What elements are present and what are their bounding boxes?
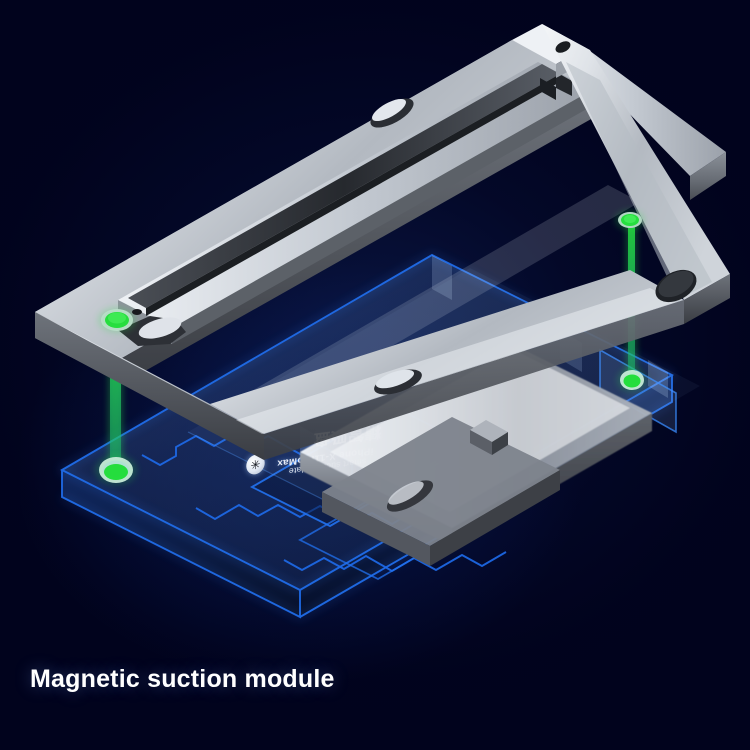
ambient-glow <box>0 0 750 725</box>
magnet-upper-right <box>615 210 645 230</box>
frame-teardrop-slots <box>360 82 437 148</box>
fixture-glass-walls <box>300 255 668 462</box>
white-guide-strip <box>236 185 640 418</box>
brand-line-2: iPhone X-11ProMax <box>276 445 374 469</box>
front-glass-sheet <box>187 268 700 549</box>
brand-line-1: smart suction plate <box>288 456 367 477</box>
base-plate-outline <box>60 253 675 619</box>
right-guard-panel <box>599 348 677 434</box>
frame-clean <box>35 24 730 460</box>
magnet-lower-left <box>95 455 137 485</box>
brand-line-3: 精智吸盘 <box>312 422 382 448</box>
bottom-arm-slot <box>370 361 426 399</box>
magnet-beam-right <box>626 222 637 380</box>
rail-support-block <box>322 417 560 566</box>
brand-logo-icon: ✳ <box>245 452 266 477</box>
slot-inserts <box>370 98 422 395</box>
magnet-beam-left <box>108 322 123 470</box>
fixture-branding-text: smart suction plate iPhone X-11ProMax 精智… <box>228 376 385 476</box>
rail-latch-tab <box>470 420 508 455</box>
base-plate-body <box>62 255 672 617</box>
blue-under-glow <box>20 260 580 680</box>
center-metal-rail <box>300 338 652 546</box>
magnet-upper-left <box>98 307 142 333</box>
page-caption: Magnetic suction module <box>30 665 335 693</box>
component-pocket <box>249 404 522 581</box>
pcb-pocket-outlines <box>141 433 507 573</box>
aluminium-frame-body <box>35 40 596 381</box>
visible-slots <box>351 175 447 408</box>
frame-holes-and-notches <box>118 41 697 346</box>
magnet-lower-right <box>617 368 647 392</box>
